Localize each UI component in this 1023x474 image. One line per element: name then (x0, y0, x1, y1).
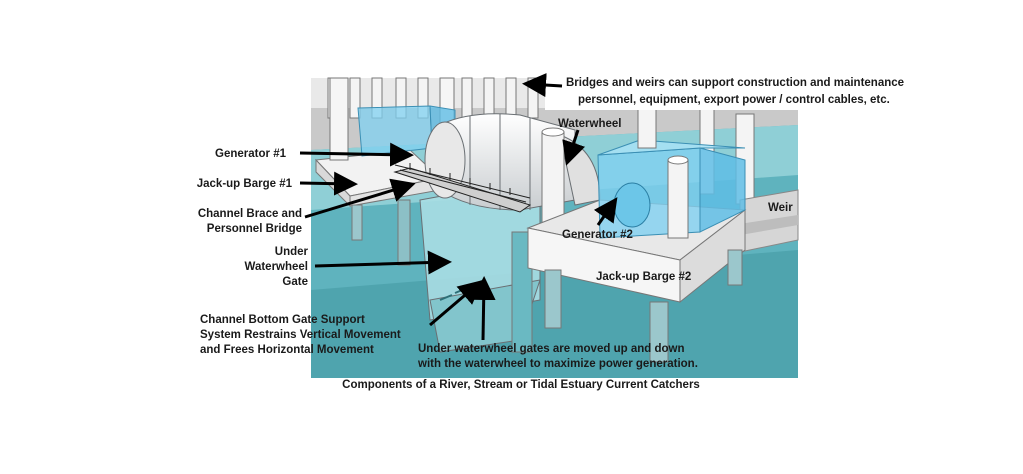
label-gate-support-line-3: and Frees Horizontal Movement (200, 344, 374, 356)
label-gate-support: Channel Bottom Gate Support (200, 314, 365, 326)
arrow-generator-2 (593, 197, 618, 226)
barge-2-pilings (637, 107, 689, 239)
caption: Components of a River, Stream or Tidal E… (342, 379, 700, 391)
label-generator-2: Generator #2 (562, 229, 633, 241)
label-under-gate-line-2: Waterwheel (244, 261, 308, 273)
arrow-waterwheel (562, 129, 586, 166)
arrow-support (429, 280, 483, 327)
arrow-bridges (522, 73, 563, 98)
label-backdrop (545, 70, 895, 110)
label-gates-note-line-2: with the waterwheel to maximize power ge… (418, 358, 698, 370)
label-waterwheel: Waterwheel (558, 118, 622, 130)
callout-arrows (299, 73, 618, 341)
label-gate-support-line-2: System Restrains Vertical Movement (200, 329, 401, 341)
label-weir: Weir (768, 202, 793, 214)
label-under-gate-line-3: Gate (282, 276, 308, 288)
arrow-jackup-1 (299, 171, 358, 196)
label-bridges: Bridges and weirs can support constructi… (566, 77, 905, 89)
label-bridges-line-2: personnel, equipment, export power / con… (578, 94, 890, 106)
label-under-gate: Under (274, 246, 308, 258)
label-jackup-barge-1: Jack-up Barge #1 (196, 178, 292, 190)
personnel-bridge (393, 163, 532, 213)
label-gates-note: Under waterwheel gates are moved up and … (418, 343, 685, 355)
label-generator-1: Generator #1 (215, 148, 286, 160)
arrow-gates-note (471, 276, 496, 341)
label-channel-brace: Channel Brace and (197, 208, 302, 220)
channel-piling (511, 127, 565, 353)
arrow-under-gate (314, 250, 452, 275)
arrow-generator-1 (299, 142, 414, 167)
arrow-channel-brace (304, 178, 416, 219)
label-channel-brace-line-2: Personnel Bridge (206, 223, 302, 235)
label-jackup-barge-2: Jack-up Barge #2 (596, 271, 692, 283)
